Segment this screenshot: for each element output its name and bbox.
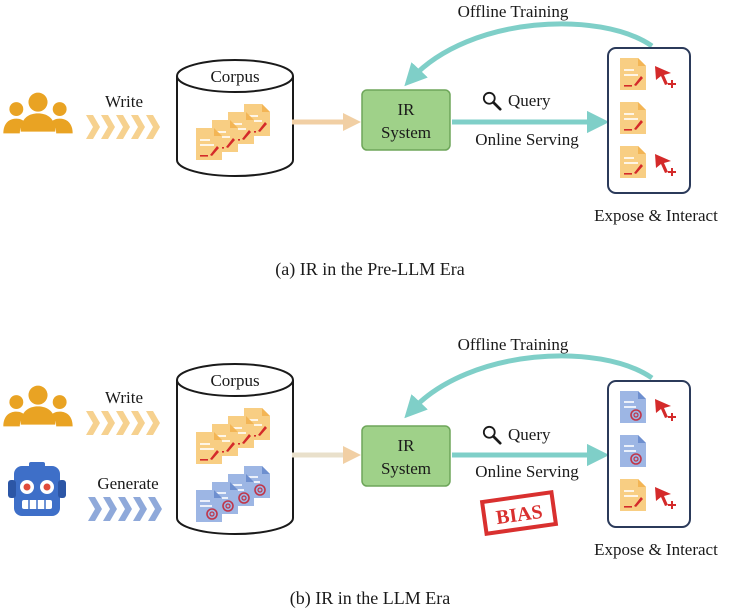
generate-chevrons [88,497,162,521]
ir-label-line2: System [381,459,431,478]
document-icon [620,102,646,134]
expose-interact-label: Expose & Interact [594,540,718,559]
users-icon [3,92,73,134]
online-serving-label: Online Serving [475,130,579,149]
users-icon [3,385,73,427]
ir-label-line1: IR [398,100,416,119]
ir-label-line1: IR [398,436,416,455]
write-label: Write [105,388,143,407]
offline-training-label: Offline Training [458,2,569,21]
ir-system-box: IR System [361,425,451,487]
offline-training-arrow [404,21,654,87]
offline-training-arrow [404,353,654,419]
query-label: Query [508,425,551,444]
write-chevrons [86,115,160,139]
write-chevrons [86,411,160,435]
generate-label: Generate [97,474,158,493]
robot-icon [8,462,66,516]
document-icon [196,432,222,464]
query-label: Query [508,91,551,110]
corpus-label: Corpus [210,67,259,86]
llm-document-icon [196,490,222,522]
ir-label-line2: System [381,123,431,142]
corpus-label: Corpus [210,371,259,390]
llm-document-icon [620,435,646,467]
bias-stamp: BIAS [479,490,559,536]
expose-interact-label: Expose & Interact [594,206,718,225]
caption-a: (a) IR in the Pre-LLM Era [275,259,464,280]
write-label: Write [105,92,143,111]
expose-panel [607,380,691,528]
online-serving-label: Online Serving [475,462,579,481]
document-icon [620,58,646,90]
document-icon [620,146,646,178]
caption-b: (b) IR in the LLM Era [290,588,450,609]
document-icon [196,128,222,160]
llm-document-icon [620,391,646,423]
ir-system-box: IR System [361,89,451,151]
panel-a: Write Corpus IR System Query [3,2,718,280]
document-icon [620,479,646,511]
expose-panel [607,47,691,194]
magnifier-icon [482,425,502,445]
offline-training-label: Offline Training [458,335,569,354]
panel-b: Write Generate [3,335,718,609]
magnifier-icon [482,91,502,111]
